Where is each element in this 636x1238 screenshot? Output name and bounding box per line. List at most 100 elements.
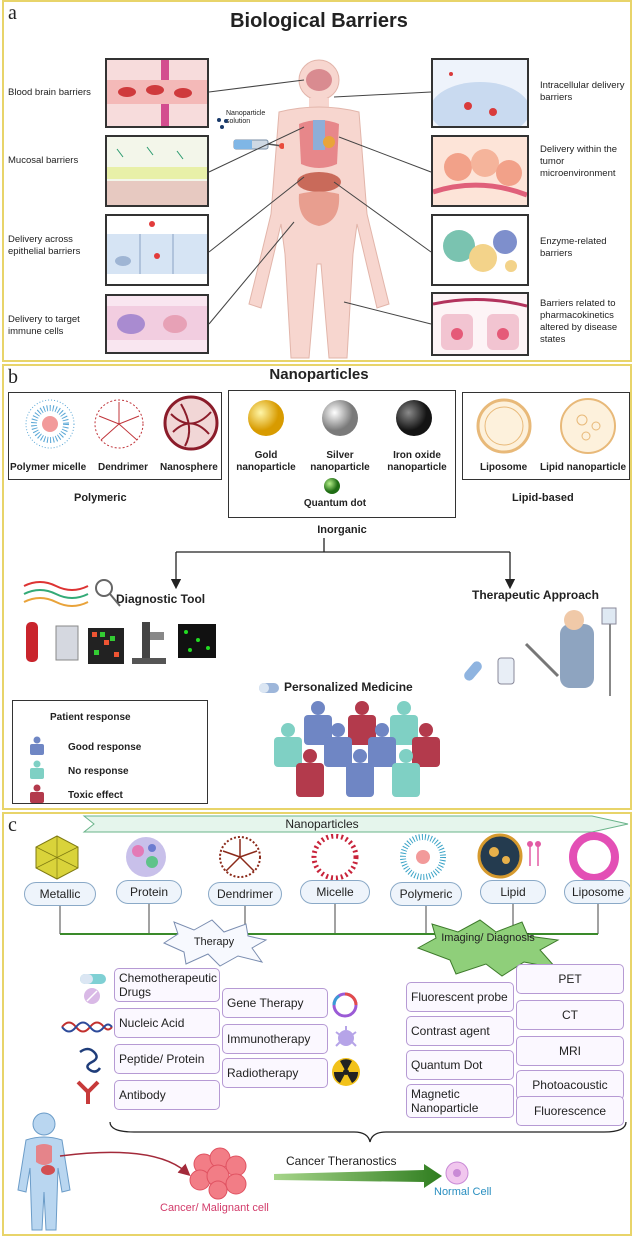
polymeric-box xyxy=(8,392,222,480)
nanosphere-label: Nanosphere xyxy=(160,462,218,473)
therapy-item-gene-therapy: Gene Therapy xyxy=(222,988,328,1018)
enzyme-barrier-image xyxy=(431,214,529,286)
quantum-dot-icon xyxy=(324,478,340,494)
no-response-label: No response xyxy=(68,766,129,777)
polymeric-type-icon xyxy=(400,834,446,880)
imaging-item-quantum-dot: Quantum Dot xyxy=(406,1050,514,1080)
imaging-item-magnetic-nanoparticle: Magnetic Nanoparticle xyxy=(406,1084,514,1118)
gold-nanoparticle-label: Gold nanoparticle xyxy=(236,450,296,473)
type-pill-dendrimer: Dendrimer xyxy=(208,882,282,906)
dendrimer-icon xyxy=(94,399,144,449)
silver-nanoparticle-label: Silver nanoparticle xyxy=(310,450,370,473)
protein-nanoparticle-icon xyxy=(126,837,166,877)
imaging-item-mri: MRI xyxy=(516,1036,624,1066)
lipid-nanoparticle-label: Lipid nanoparticle xyxy=(540,462,627,473)
patient-response-legend xyxy=(12,700,208,804)
therapy-item-peptide-protein: Peptide/ Protein xyxy=(114,1044,220,1074)
left-item-4-label: Delivery to target immune cells xyxy=(8,314,80,337)
type-pill-liposome: Liposome xyxy=(564,880,630,904)
therapeutic-approach-label: Therapeutic Approach xyxy=(472,588,599,602)
lipid-group-label: Lipid-based xyxy=(512,492,574,504)
panel-a-title: Biological Barriers xyxy=(230,10,408,32)
therapy-item-chemotherapeutic: Chemotherapeutic Drugs xyxy=(114,968,220,1002)
inorganic-group-label: Inorganic xyxy=(317,524,367,536)
tumor-microenvironment-image xyxy=(431,135,529,207)
patient-figure xyxy=(17,1112,71,1231)
human-body-illustration xyxy=(248,59,390,359)
inorganic-box xyxy=(228,390,456,518)
lipid-type-icon xyxy=(477,833,541,879)
iron-oxide-nanoparticle-label: Iron oxide nanoparticle xyxy=(387,450,447,473)
dendrimer-type-icon xyxy=(219,836,261,878)
imaging-item-photoacoustic: Photoacoustic xyxy=(516,1070,624,1100)
immune-cells-image xyxy=(105,294,209,354)
type-pill-polymeric: Polymeric xyxy=(390,882,462,906)
type-pill-micelle: Micelle xyxy=(300,880,370,904)
liposome-icon xyxy=(476,398,532,454)
cancer-cell-icon xyxy=(189,1147,247,1200)
nanosphere-icon xyxy=(163,395,219,451)
right-item-3-label: Enzyme-related barriers xyxy=(540,236,607,259)
therapy-burst xyxy=(162,919,268,967)
panel-c-arrows xyxy=(59,1151,442,1188)
therapeutic-illustration xyxy=(464,607,617,696)
silver-nanoparticle-icon xyxy=(322,400,358,436)
toxic-effect-icon xyxy=(30,784,44,803)
therapy-item-radiotherapy: Radiotherapy xyxy=(222,1058,328,1088)
micelle-icon xyxy=(311,834,359,880)
lipid-box xyxy=(462,392,630,480)
polymer-micelle-label: Polymer micelle xyxy=(10,462,87,473)
imaging-item-fluorescence: Fluorescence xyxy=(516,1096,624,1126)
good-response-icon xyxy=(30,736,44,755)
panel-a-label: a xyxy=(8,2,17,24)
patient-crowd-illustration xyxy=(274,701,440,797)
liposome-label: Liposome xyxy=(480,462,528,473)
therapy-item-antibody: Antibody xyxy=(114,1080,220,1110)
metallic-icon xyxy=(35,835,79,880)
theranostics-label: Cancer Theranostics xyxy=(286,1154,397,1168)
panel-b-title: Nanoparticles xyxy=(269,366,369,383)
syringe-icon xyxy=(233,139,284,150)
therapy-item-nucleic-acid: Nucleic Acid xyxy=(114,1008,220,1038)
good-response-label: Good response xyxy=(68,742,142,753)
nanoparticle-dots-icon xyxy=(217,118,228,129)
epithelial-barrier-image xyxy=(105,214,209,286)
injection-label: Nanoparticle solution xyxy=(226,110,266,125)
panel-c: c Nanoparticles Metallic Protein Dendrim… xyxy=(2,812,632,1236)
type-pill-lipid: Lipid xyxy=(480,880,546,904)
polymeric-group-label: Polymeric xyxy=(74,492,127,504)
nanoparticles-banner-arrow xyxy=(82,815,629,833)
type-pill-metallic: Metallic xyxy=(24,882,96,906)
gold-nanoparticle-icon xyxy=(248,400,284,436)
pharmacokinetics-image xyxy=(431,292,529,356)
panel-b: b Nanoparticles Polymer micelle Dendrime… xyxy=(2,364,632,810)
imaging-burst xyxy=(416,919,560,977)
panel-c-label: c xyxy=(8,814,17,836)
imaging-item-fluorescent-probe: Fluorescent probe xyxy=(406,982,514,1012)
pill-icon xyxy=(259,683,279,693)
normal-cell-label: Normal Cell xyxy=(434,1186,492,1198)
liposome-type-icon xyxy=(569,832,619,882)
no-response-icon xyxy=(30,760,44,779)
imaging-item-ct: CT xyxy=(516,1000,624,1030)
cancer-cell-label: Cancer/ Malignant cell xyxy=(160,1202,269,1214)
branch-arrows xyxy=(170,538,516,590)
normal-cell-icon xyxy=(445,1161,469,1185)
iron-oxide-nanoparticle-icon xyxy=(396,400,432,436)
diagnostic-tool-label: Diagnostic Tool xyxy=(116,592,206,606)
antibody-icon xyxy=(76,1080,100,1104)
dna-icon xyxy=(61,1021,113,1033)
peptide-icon xyxy=(79,1047,102,1073)
imaging-item-contrast-agent: Contrast agent xyxy=(406,1016,514,1046)
right-item-1-label: Intracellular delivery barriers xyxy=(540,80,625,103)
right-item-2-label: Delivery within the tumor microenvironme… xyxy=(540,144,618,179)
left-item-2-label: Mucosal barriers xyxy=(8,155,79,166)
therapy-item-immunotherapy: Immunotherapy xyxy=(222,1024,328,1054)
banner-label: Nanoparticles xyxy=(285,817,359,831)
theranostics-brace xyxy=(109,1121,627,1143)
intracellular-barrier-image xyxy=(430,58,530,138)
radiation-icon xyxy=(332,1058,360,1086)
therapy-label: Therapy xyxy=(193,936,235,948)
left-item-3-label: Delivery across epithelial barriers xyxy=(8,234,81,257)
panel-b-label: b xyxy=(8,366,18,388)
